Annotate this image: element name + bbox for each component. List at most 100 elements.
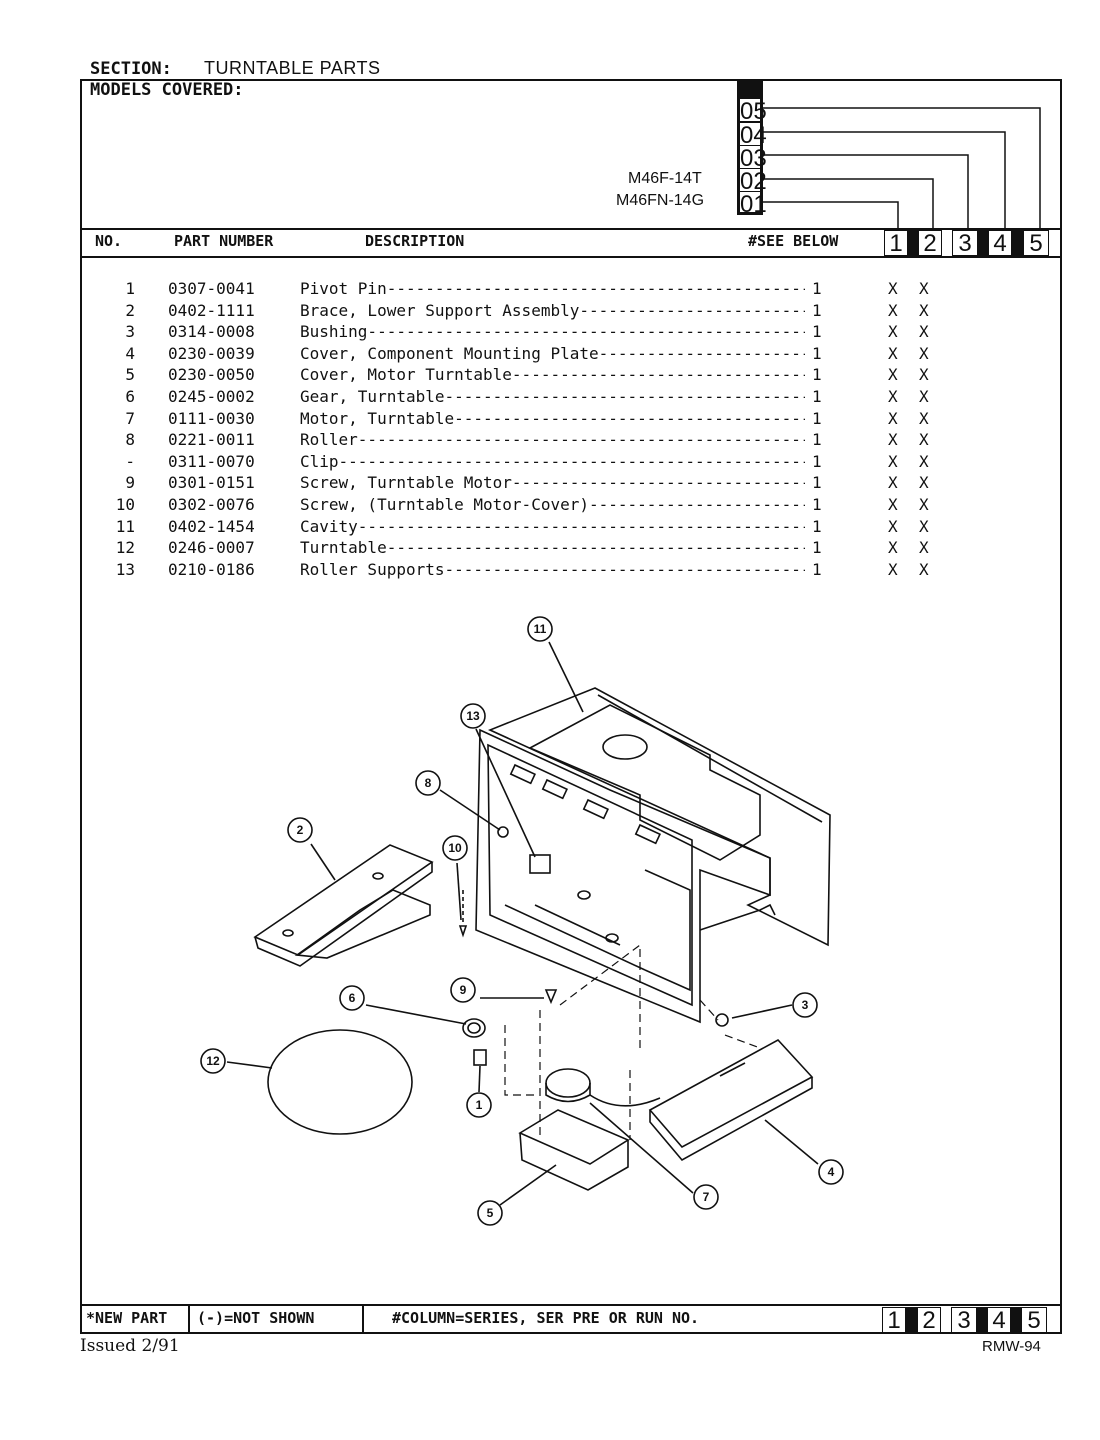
part-quantity: 1 — [812, 516, 822, 536]
series-1-mark: X — [888, 343, 898, 363]
part-no: 5 — [125, 365, 135, 385]
document-code: RMW-94 — [982, 1338, 1041, 1355]
callout-label: 3 — [802, 998, 809, 1012]
series-1-mark: X — [888, 365, 898, 385]
series-1-mark: X — [888, 495, 898, 514]
footer-series-1: 1 — [882, 1307, 906, 1334]
series-2-mark: X — [919, 300, 929, 320]
footer-series-separator — [906, 1307, 917, 1333]
footer-series-5: 5 — [1021, 1307, 1047, 1334]
part-quantity: 1 — [812, 559, 822, 579]
callout-6 — [339, 985, 365, 1011]
part-number: 0307-0041 — [168, 279, 255, 298]
callout-9 — [450, 977, 476, 1003]
series-1-mark: X — [888, 451, 898, 471]
part-quantity: 1 — [812, 365, 822, 385]
part-no: 12 — [115, 538, 135, 558]
part-description: Motor, Turntable------------------------… — [300, 408, 805, 428]
callout-12 — [200, 1048, 226, 1074]
part-number: 0245-0002 — [168, 387, 255, 406]
callout-label: 8 — [425, 776, 432, 790]
col-series-4: 4 — [988, 230, 1012, 257]
part-number: 0402-1454 — [168, 516, 255, 536]
part-description: Bushing---------------------------------… — [300, 322, 805, 342]
part-no: 7 — [125, 408, 135, 428]
callout-2 — [287, 817, 313, 843]
callout-4 — [818, 1159, 844, 1185]
callout-label: 12 — [206, 1054, 220, 1068]
part-description: Brace, Lower Support Assembly-----------… — [300, 300, 805, 320]
part-no: 9 — [125, 473, 135, 493]
series-1-mark: X — [888, 408, 898, 428]
callout-8 — [415, 770, 441, 796]
part-quantity: 1 — [812, 538, 822, 558]
part-number: 0210-0186 — [168, 559, 255, 579]
series-2-mark: X — [919, 538, 929, 558]
part-description: Turntable-------------------------------… — [300, 538, 805, 558]
series-1-mark: X — [888, 322, 898, 342]
series-1-mark: X — [888, 279, 898, 298]
callout-label: 7 — [703, 1190, 710, 1204]
series-2-mark: X — [919, 408, 929, 428]
callout-1 — [466, 1092, 492, 1118]
col-series-separator — [908, 230, 918, 256]
footer-not-shown: (-)=NOT SHOWN — [197, 1309, 315, 1327]
col-part-number: PART NUMBER — [174, 232, 274, 250]
part-quantity: 1 — [812, 451, 822, 471]
series-2-mark: X — [919, 343, 929, 363]
part-description: Pivot Pin-------------------------------… — [300, 279, 805, 298]
col-series-5: 5 — [1023, 230, 1049, 257]
callout-13 — [460, 703, 486, 729]
model-2: M46FN-14G — [616, 192, 705, 209]
callout-7 — [693, 1184, 719, 1210]
part-description: Screw, (Turntable Motor-Cover)----------… — [300, 495, 805, 514]
footer-sep-2 — [362, 1304, 364, 1334]
parts-row: - 0311-0070 Clip--------------------------… — [0, 452, 1100, 473]
part-number: 0311-0070 — [168, 451, 255, 471]
part-quantity: 1 — [812, 300, 822, 320]
model-1: M46F-14T — [628, 170, 702, 187]
part-description: Cover, Motor Turntable------------------… — [300, 365, 805, 385]
part-quantity: 1 — [812, 387, 822, 406]
series-2-mark: X — [919, 387, 929, 406]
part-description: Roller Supports-------------------------… — [300, 559, 805, 579]
part-no: - — [125, 451, 135, 471]
part-number: 0221-0011 — [168, 430, 255, 450]
part-quantity: 1 — [812, 473, 822, 493]
series-1-mark: X — [888, 538, 898, 558]
part-number: 0111-0030 — [168, 408, 255, 428]
part-quantity: 1 — [812, 430, 822, 450]
callout-label: 2 — [297, 823, 304, 837]
part-number: 0301-0151 — [168, 473, 255, 493]
part-description: Clip------------------------------------… — [300, 451, 805, 471]
series-2-mark: X — [919, 451, 929, 471]
series-leader-lines — [763, 107, 1041, 230]
part-no: 8 — [125, 430, 135, 450]
part-quantity: 1 — [812, 322, 822, 342]
series-2-mark: X — [919, 430, 929, 450]
callout-label: 11 — [534, 622, 547, 636]
callout-label: 1 — [476, 1098, 483, 1112]
part-description: Roller----------------------------------… — [300, 430, 805, 450]
series-1-mark: X — [888, 300, 898, 320]
header-divider-bottom — [80, 256, 1062, 258]
col-series-separator — [978, 230, 988, 256]
col-series-separator — [1012, 230, 1023, 256]
header-divider-top — [80, 228, 1062, 230]
callout-label: 5 — [487, 1206, 494, 1220]
callout-label: 10 — [448, 841, 462, 855]
part-no: 13 — [115, 559, 135, 579]
part-quantity: 1 — [812, 408, 822, 428]
series-2-mark: X — [919, 365, 929, 385]
footer-divider — [80, 1304, 1062, 1306]
part-number: 0314-0008 — [168, 322, 255, 342]
issued-date: Issued 2/91 — [80, 1336, 180, 1356]
